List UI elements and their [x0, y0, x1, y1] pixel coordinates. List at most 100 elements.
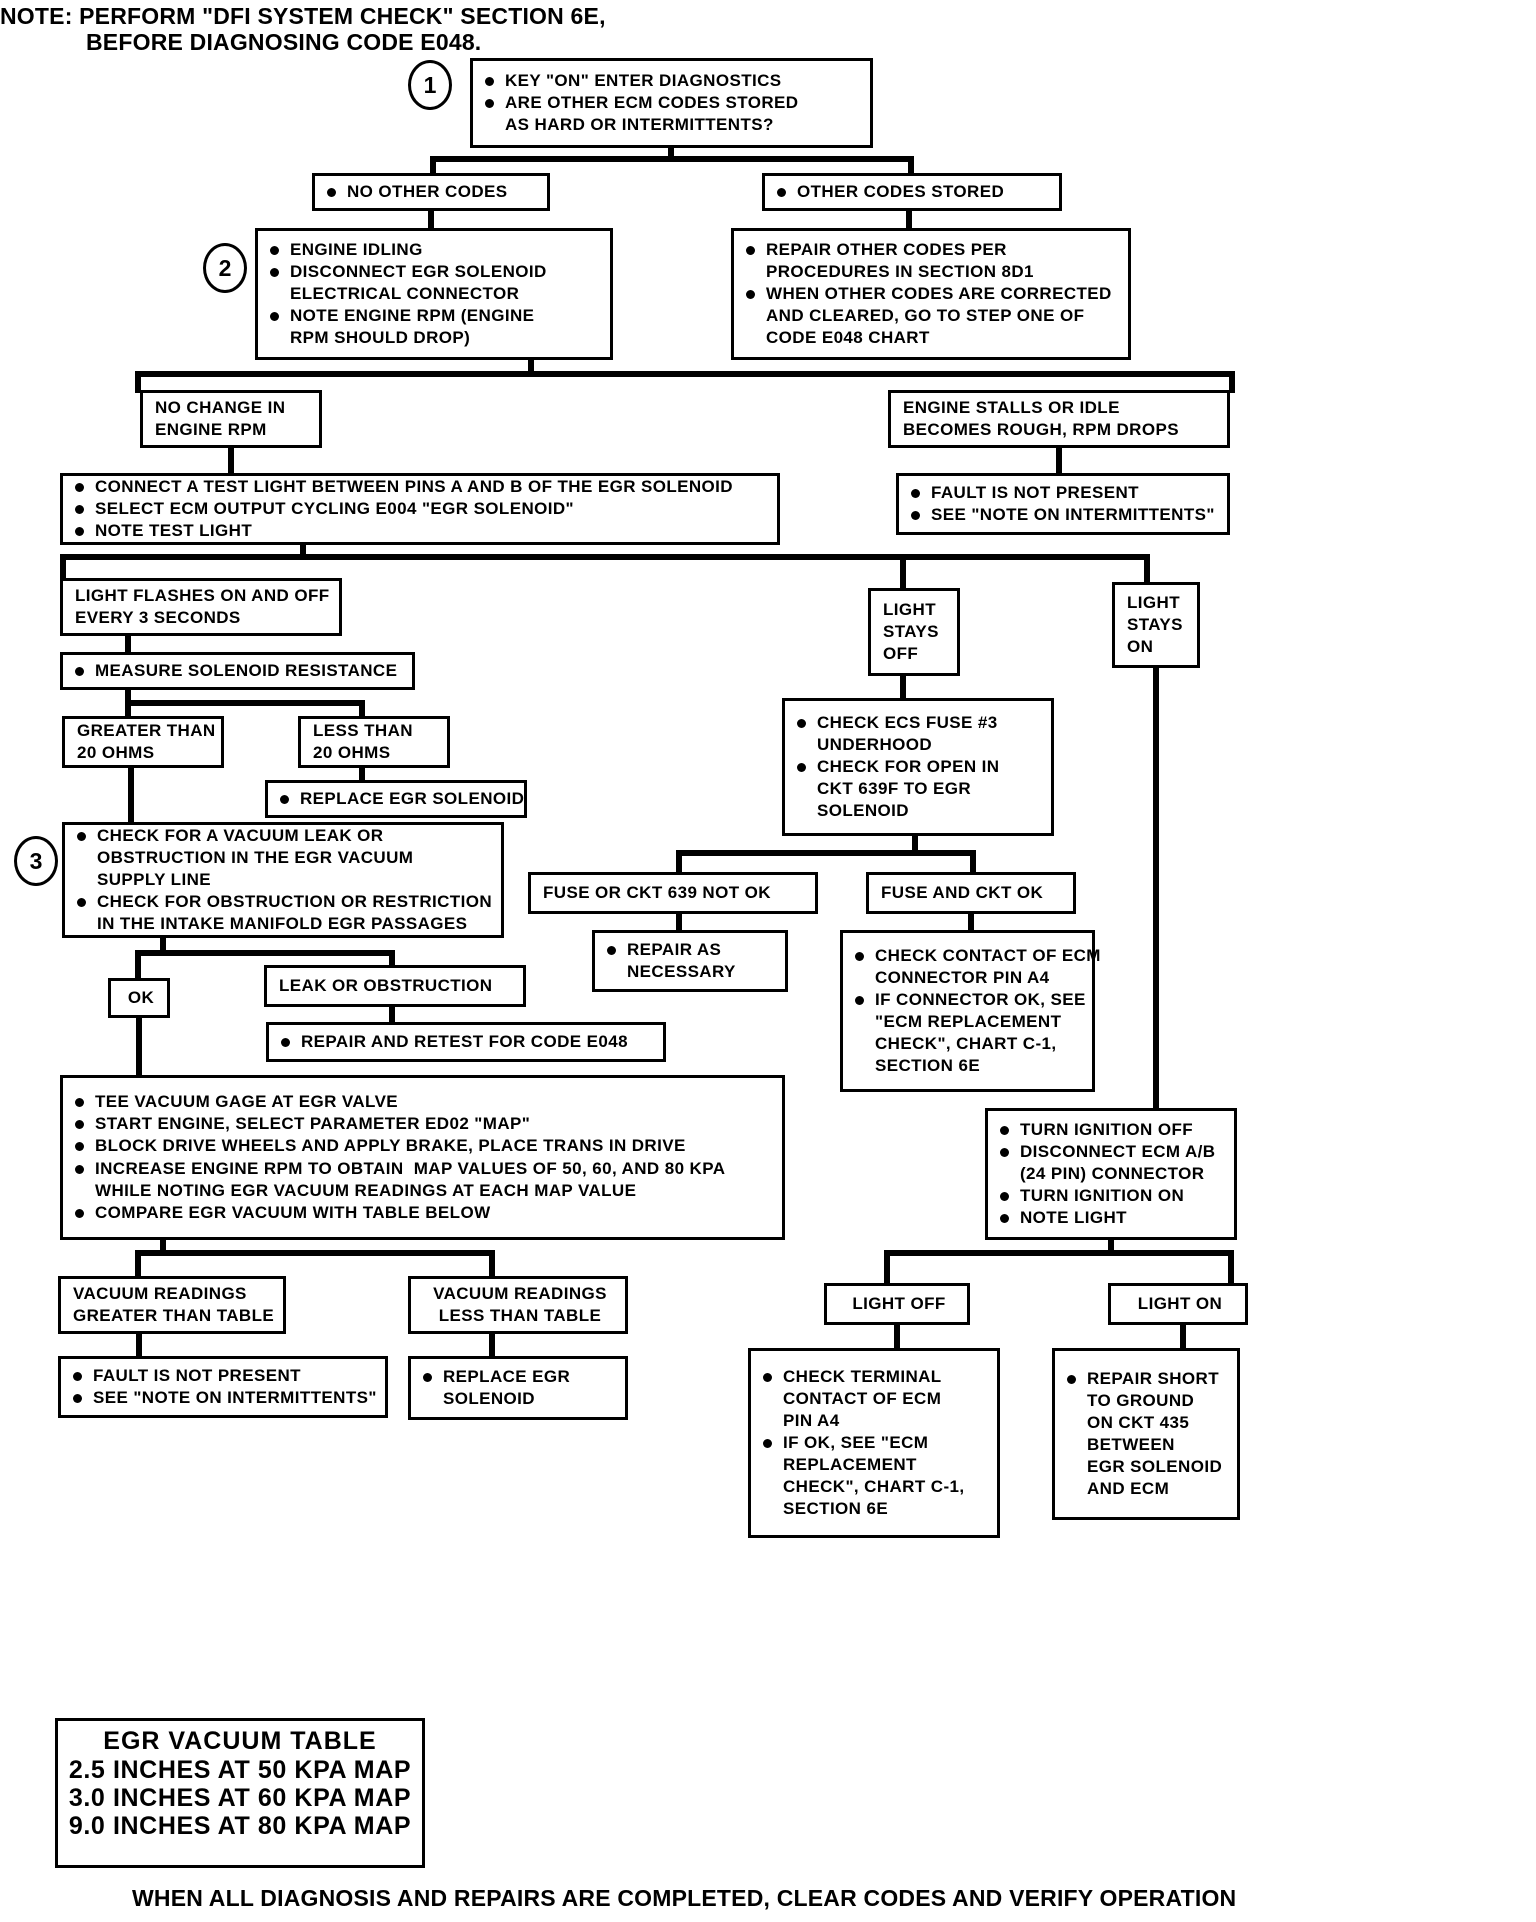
- node-fuse-or-ckt-not-ok: FUSE OR CKT 639 NOT OK: [528, 872, 818, 914]
- connector: [968, 914, 974, 932]
- egr-vacuum-table: EGR VACUUM TABLE 2.5 INCHES AT 50 KPA MA…: [55, 1718, 425, 1868]
- node-check-terminal-contact: CHECK TERMINAL CONTACT OF ECM PIN A4 IF …: [748, 1348, 1000, 1538]
- node-line: TURN IGNITION ON: [994, 1185, 1228, 1207]
- connector: [430, 156, 436, 176]
- connector: [135, 950, 395, 956]
- connector: [430, 156, 914, 162]
- node-greater-than-20-ohms: GREATER THAN 20 OHMS: [62, 716, 224, 768]
- node-line: IF CONNECTOR OK, SEE: [849, 989, 1086, 1011]
- node-test-light: CONNECT A TEST LIGHT BETWEEN PINS A AND …: [60, 473, 780, 545]
- node-line: REPLACE EGR: [417, 1366, 619, 1388]
- node-line: UNDERHOOD: [817, 734, 933, 754]
- node-line: FAULT IS NOT PRESENT: [67, 1365, 379, 1387]
- node-line: REPAIR SHORT: [1061, 1368, 1231, 1390]
- connector: [900, 554, 906, 588]
- node-line: MEASURE SOLENOID RESISTANCE: [69, 660, 406, 682]
- node-line: ENGINE RPM: [155, 420, 267, 439]
- node-line: OBSTRUCTION IN THE EGR VACUUM: [97, 847, 414, 867]
- node-line: NOTE LIGHT: [994, 1207, 1228, 1229]
- node-line: REPLACEMENT: [783, 1455, 917, 1475]
- connector: [125, 700, 365, 706]
- node-line: RPM SHOULD DROP): [290, 328, 471, 348]
- node-line: REPAIR AND RETEST FOR CODE E048: [275, 1031, 657, 1053]
- node-fault-not-present-bottom: FAULT IS NOT PRESENT SEE "NOTE ON INTERM…: [58, 1356, 388, 1418]
- connector: [125, 636, 131, 654]
- connector: [60, 554, 1150, 560]
- node-line: SECTION 6E: [783, 1499, 889, 1519]
- node-line: SOLENOID: [443, 1389, 535, 1408]
- node-light-stays-off: LIGHT STAYS OFF: [868, 588, 960, 676]
- node-line: WHEN OTHER CODES ARE CORRECTED: [740, 283, 1122, 305]
- node-line: CHECK FOR A VACUUM LEAK OR: [71, 825, 495, 847]
- node-line: NO CHANGE IN: [155, 397, 286, 417]
- node-line: CONNECTOR PIN A4: [875, 967, 1050, 987]
- connector: [489, 1334, 495, 1358]
- node-line: "ECM REPLACEMENT: [875, 1012, 1062, 1031]
- node-line: COMPARE EGR VACUUM WITH TABLE BELOW: [69, 1202, 776, 1224]
- node-enter-diagnostics: KEY "ON" ENTER DIAGNOSTICS ARE OTHER ECM…: [470, 58, 873, 148]
- node-line: STAYS: [883, 621, 939, 641]
- connector: [359, 768, 365, 782]
- connector: [300, 545, 306, 555]
- node-light-stays-on: LIGHT STAYS ON: [1112, 582, 1200, 668]
- connector: [128, 768, 134, 826]
- connector: [1229, 371, 1235, 393]
- node-line: FAULT IS NOT PRESENT: [905, 482, 1221, 504]
- node-repair-as-necessary: REPAIR AS NECESSARY: [592, 930, 788, 992]
- node-line: VACUUM READINGS: [433, 1283, 607, 1303]
- connector: [1056, 448, 1062, 476]
- node-line: BETWEEN: [1087, 1435, 1175, 1454]
- node-engine-idling: ENGINE IDLING DISCONNECT EGR SOLENOID EL…: [255, 228, 613, 360]
- node-line: (24 PIN) CONNECTOR: [1020, 1163, 1205, 1183]
- node-line: EGR SOLENOID: [1087, 1457, 1223, 1477]
- node-check-ecs-fuse: CHECK ECS FUSE #3 UNDERHOOD CHECK FOR OP…: [782, 698, 1054, 836]
- node-line: ENGINE STALLS OR IDLE: [903, 397, 1120, 417]
- node-line: NOTE TEST LIGHT: [69, 520, 771, 542]
- egr-vacuum-table-row: 2.5 INCHES AT 50 KPA MAP: [68, 1756, 412, 1784]
- node-line: INCREASE ENGINE RPM TO OBTAIN MAP VALUES…: [69, 1158, 776, 1180]
- node-replace-egr-solenoid-bottom: REPLACE EGR SOLENOID: [408, 1356, 628, 1420]
- node-line: BLOCK DRIVE WHEELS AND APPLY BRAKE, PLAC…: [69, 1135, 776, 1157]
- node-line: SUPPLY LINE: [97, 869, 211, 889]
- connector: [894, 1325, 900, 1349]
- node-line: CHECK FOR OPEN IN: [791, 756, 1045, 778]
- connector: [135, 950, 141, 980]
- node-turn-ignition-off: TURN IGNITION OFF DISCONNECT ECM A/B (24…: [985, 1108, 1237, 1240]
- node-fault-not-present-right: FAULT IS NOT PRESENT SEE "NOTE ON INTERM…: [896, 473, 1230, 535]
- node-line: IN THE INTAKE MANIFOLD EGR PASSAGES: [97, 914, 468, 934]
- node-line: NO OTHER CODES: [321, 181, 541, 203]
- connector: [60, 554, 66, 578]
- connector: [1108, 1240, 1114, 1252]
- connector: [160, 1240, 166, 1252]
- node-line: OTHER CODES STORED: [771, 181, 1053, 203]
- node-line: STAYS: [1127, 614, 1183, 634]
- node-line: FUSE AND CKT OK: [881, 882, 1044, 902]
- node-line: CHECK TERMINAL: [757, 1366, 991, 1388]
- node-line: ON CKT 435: [1087, 1412, 1190, 1432]
- node-line: PROCEDURES IN SECTION 8D1: [766, 261, 1034, 281]
- connector: [676, 850, 976, 856]
- connector: [136, 1334, 142, 1358]
- node-line: AND CLEARED, GO TO STEP ONE OF: [766, 306, 1085, 326]
- connector: [900, 676, 906, 698]
- connector: [668, 148, 674, 160]
- connector: [970, 850, 976, 872]
- node-ok: OK: [108, 978, 170, 1018]
- connector: [389, 1007, 395, 1023]
- node-line: CHECK", CHART C-1,: [875, 1034, 1057, 1054]
- node-line: CHECK FOR OBSTRUCTION OR RESTRICTION: [71, 891, 495, 913]
- connector: [135, 1250, 495, 1256]
- egr-vacuum-table-row: 9.0 INCHES AT 80 KPA MAP: [68, 1812, 412, 1840]
- connector: [1180, 1325, 1186, 1349]
- node-line: EVERY 3 SECONDS: [75, 608, 241, 627]
- node-line: CODE E048 CHART: [766, 328, 930, 348]
- node-line: LESS THAN: [313, 720, 413, 740]
- connector: [125, 700, 131, 718]
- node-no-other-codes: NO OTHER CODES: [312, 173, 550, 211]
- node-line: DISCONNECT EGR SOLENOID: [264, 261, 604, 283]
- node-line: BECOMES ROUGH, RPM DROPS: [903, 420, 1179, 439]
- connector: [136, 1018, 142, 1080]
- node-line: 20 OHMS: [77, 743, 155, 762]
- connector: [912, 836, 918, 854]
